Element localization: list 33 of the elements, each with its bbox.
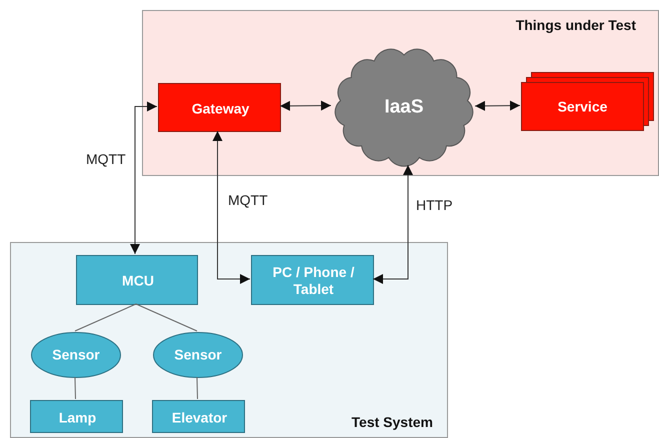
ellipse-node — [153, 332, 243, 378]
connector-line — [74, 376, 76, 400]
process-box — [76, 255, 198, 305]
node-label: Sensor — [173, 346, 223, 364]
stacked-box — [521, 72, 654, 131]
node-label: PC / Phone / Tablet — [272, 264, 356, 298]
node-label: Service — [556, 98, 608, 115]
arrow — [130, 102, 158, 254]
node-label: MCU — [121, 272, 155, 290]
edge-label: HTTP — [414, 197, 455, 213]
connector-line — [136, 304, 198, 332]
node-label: Gateway — [190, 100, 250, 117]
node-label: Lamp — [58, 409, 98, 426]
group-heading: Test System — [352, 414, 433, 431]
node-label: IaaS — [383, 98, 425, 116]
process-box — [251, 255, 374, 305]
process-box — [30, 400, 123, 433]
arrow — [474, 100, 520, 111]
edge-label: MQTT — [226, 192, 270, 208]
connector-line — [196, 376, 198, 400]
group-panel — [142, 10, 659, 176]
group-panel — [10, 242, 448, 438]
arrow — [280, 100, 332, 111]
arrow — [212, 130, 250, 284]
node-label: Sensor — [51, 346, 101, 364]
arrow — [372, 164, 413, 284]
node-label: Elevator — [170, 409, 228, 426]
process-box — [158, 83, 281, 132]
ellipse-node — [31, 332, 121, 378]
edge-label: MQTT — [84, 151, 128, 167]
connector-line — [74, 304, 136, 332]
group-heading: Things under Test — [516, 17, 636, 34]
process-box — [152, 400, 245, 433]
